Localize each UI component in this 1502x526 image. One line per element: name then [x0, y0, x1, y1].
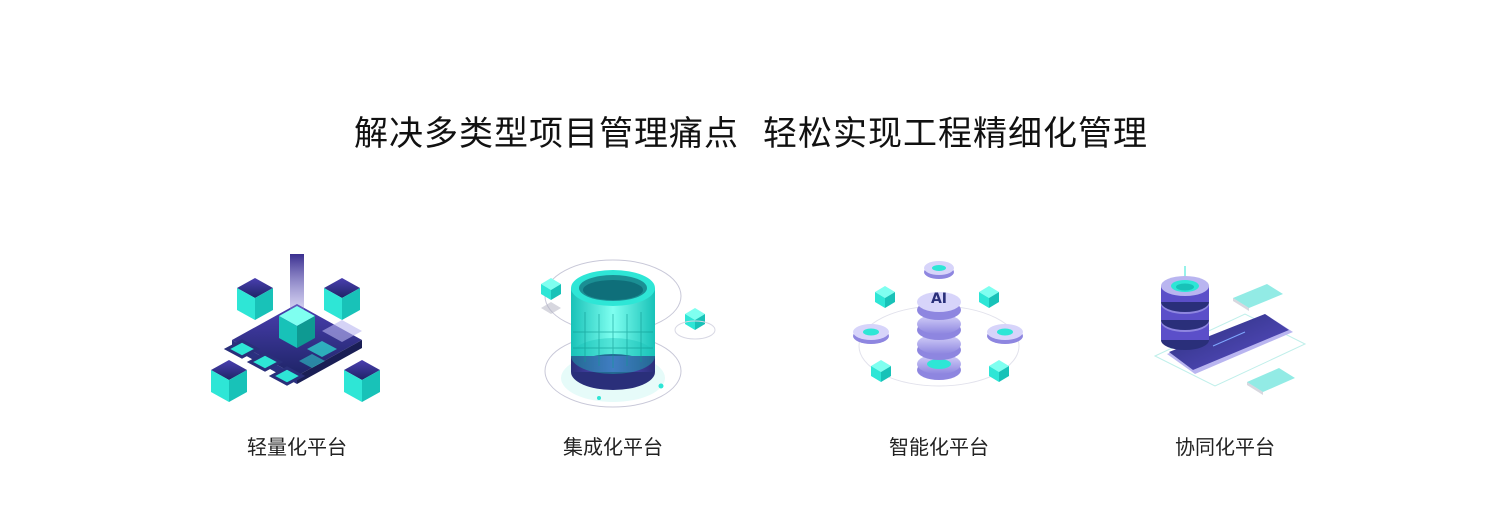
feature-label-integrated: 集成化平台	[563, 435, 663, 459]
lightweight-platform-icon	[211, 254, 380, 402]
integrated-platform-icon	[541, 259, 716, 408]
feature-card-integrated: 集成化平台	[503, 236, 723, 476]
ai-badge: AI	[931, 291, 947, 307]
feature-label-collaborative: 协同化平台	[1175, 435, 1275, 459]
feature-card-collaborative: 协同化平台	[1115, 236, 1335, 476]
headline-part-1: 解决多类型项目管理痛点	[354, 114, 739, 154]
feature-label-intelligent: 智能化平台	[889, 435, 989, 459]
feature-label-lightweight: 轻量化平台	[247, 435, 347, 459]
feature-card-lightweight: 轻量化平台	[187, 236, 407, 476]
headline-part-2: 轻松实现工程精细化管理	[763, 114, 1148, 154]
collaborative-platform-icon	[1153, 266, 1307, 395]
intelligent-platform-icon: AI	[853, 261, 1023, 387]
page-headline: 解决多类型项目管理痛点轻松实现工程精细化管理	[0, 112, 1502, 156]
feature-card-intelligent: AI 智能化	[829, 236, 1049, 476]
